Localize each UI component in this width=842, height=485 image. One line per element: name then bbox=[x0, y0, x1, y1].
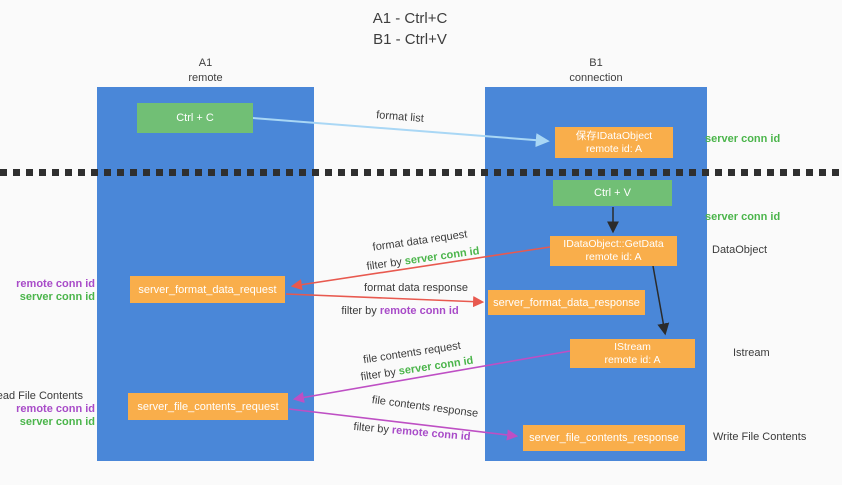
diagram-title: A1 - Ctrl+C B1 - Ctrl+V bbox=[0, 8, 820, 50]
filter-by-key-2: remote conn id bbox=[379, 305, 459, 317]
label-server-conn-id-top: server conn id bbox=[705, 133, 781, 145]
lane-b-header: B1 connection bbox=[485, 56, 707, 86]
filter-by-prefix-3: filter by bbox=[359, 366, 397, 384]
title-line-1: A1 - Ctrl+C bbox=[372, 10, 448, 27]
label-dataobject: DataObject bbox=[712, 244, 768, 256]
filter-by-prefix-2: filter by bbox=[341, 305, 377, 317]
node-server-format-data-response: server_format_data_response bbox=[488, 290, 645, 315]
node-idataobject-getdata-line2: remote id: A bbox=[585, 251, 642, 263]
label-read-file-contents: Read File Contents bbox=[0, 390, 83, 402]
label-format-list: format list bbox=[375, 109, 425, 125]
session-divider-dotted-line bbox=[0, 169, 842, 176]
node-server-file-contents-request-label: server_file_contents_request bbox=[137, 400, 279, 413]
label-remote-conn-id-lower: remote conn id bbox=[16, 403, 95, 415]
node-istream-line1: IStream bbox=[614, 340, 651, 353]
node-save-idataobject: 保存IDataObject remote id: A bbox=[555, 127, 673, 158]
node-istream: IStream remote id: A bbox=[570, 339, 695, 368]
node-server-format-data-request: server_format_data_request bbox=[130, 276, 285, 303]
lane-b-subtitle: connection bbox=[569, 72, 623, 84]
node-server-format-data-request-label: server_format_data_request bbox=[138, 283, 277, 296]
label-server-conn-id-upper: server conn id bbox=[19, 291, 95, 303]
label-istream: Istream bbox=[733, 347, 770, 359]
lane-a-subtitle: remote bbox=[188, 72, 223, 84]
label-write-file-contents: Write File Contents bbox=[713, 431, 807, 443]
node-server-file-contents-response: server_file_contents_response bbox=[523, 425, 685, 451]
filter-by-key-1: server conn id bbox=[404, 245, 481, 268]
label-filter-by-remote-conn-id-1: filter by remote conn id bbox=[341, 305, 458, 317]
node-idataobject-getdata-line1: IDataObject::GetData bbox=[563, 238, 664, 250]
node-ctrl-v-label: Ctrl + V bbox=[594, 187, 631, 199]
node-server-file-contents-response-label: server_file_contents_response bbox=[529, 432, 679, 444]
node-ctrl-c: Ctrl + C bbox=[137, 103, 253, 133]
title-line-2: B1 - Ctrl+V bbox=[373, 31, 447, 48]
node-save-idataobject-line1: 保存IDataObject bbox=[575, 129, 653, 142]
label-remote-conn-id-upper: remote conn id bbox=[16, 278, 95, 290]
label-format-data-response: format data response bbox=[364, 282, 468, 294]
label-file-contents-response: file contents response bbox=[371, 394, 479, 420]
label-filter-by-remote-conn-id-2: filter by remote conn id bbox=[353, 421, 471, 443]
filter-by-key-4: remote conn id bbox=[391, 424, 471, 444]
label-server-conn-id-mid: server conn id bbox=[705, 211, 781, 223]
node-ctrl-c-label: Ctrl + C bbox=[176, 112, 214, 124]
label-server-conn-id-lower: server conn id bbox=[19, 416, 95, 428]
lane-a-name: A1 bbox=[198, 57, 213, 69]
arrow-format-data-response bbox=[285, 293, 485, 308]
filter-by-prefix-4: filter by bbox=[353, 420, 390, 436]
node-idataobject-getdata: IDataObject::GetData remote id: A bbox=[550, 236, 677, 266]
node-ctrl-v: Ctrl + V bbox=[553, 180, 672, 206]
lane-a-header: A1 remote bbox=[97, 56, 314, 86]
lane-b-name: B1 bbox=[589, 57, 603, 69]
node-save-idataobject-line2: remote id: A bbox=[585, 142, 643, 155]
filter-by-prefix-1: filter by bbox=[365, 256, 403, 273]
node-server-file-contents-request: server_file_contents_request bbox=[128, 393, 288, 420]
node-server-format-data-response-label: server_format_data_response bbox=[493, 296, 640, 309]
node-istream-line2: remote id: A bbox=[604, 353, 661, 366]
